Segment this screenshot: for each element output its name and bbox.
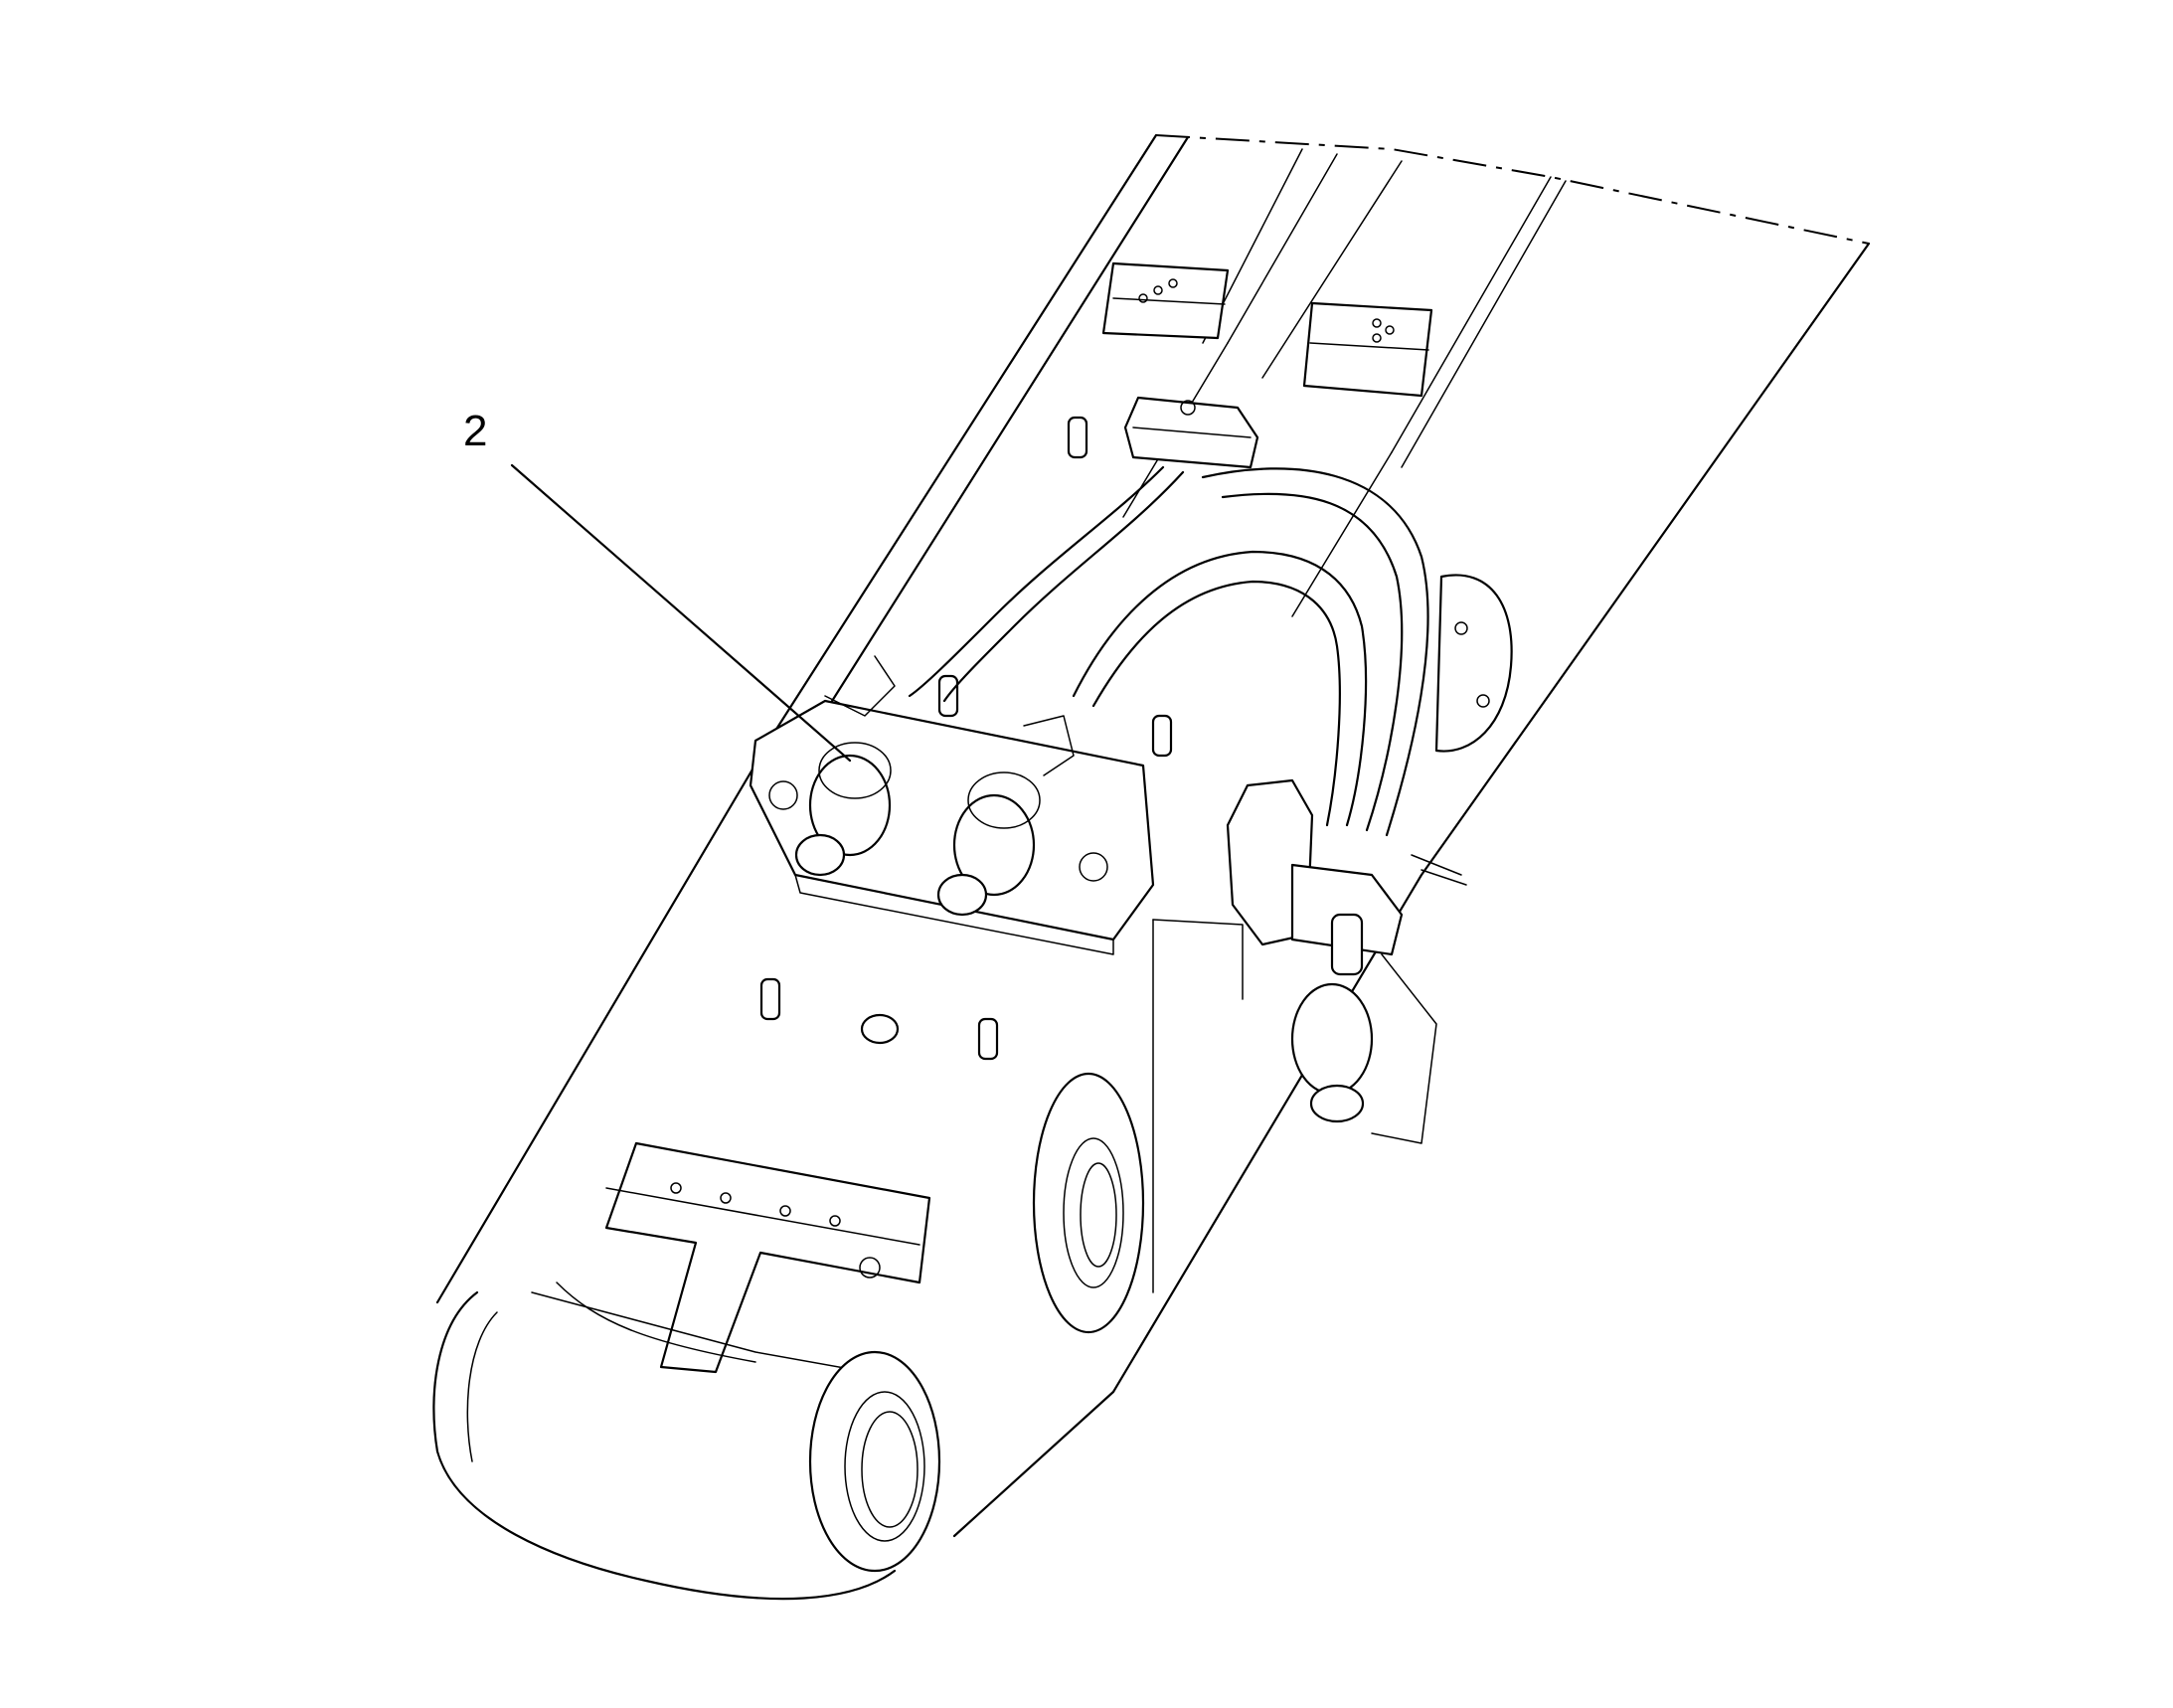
upper-pad-right <box>1302 301 1433 398</box>
hose-manifold <box>1123 396 1259 469</box>
rear-boss <box>1434 574 1513 753</box>
coupler-bracket <box>749 699 1155 955</box>
side-pin-bore <box>1032 919 1244 1334</box>
hydraulic-hoses <box>908 465 1429 837</box>
boom-frame <box>435 133 1871 1538</box>
coupler-left <box>794 655 896 877</box>
callout-2-leader <box>510 463 852 763</box>
coupler-right <box>936 715 1075 917</box>
break-line <box>1155 134 1870 245</box>
side-coupler-assembly <box>1226 778 1467 1144</box>
callout-2-label: 2 <box>463 407 488 455</box>
lower-t-pad <box>604 1141 931 1374</box>
upper-pad-left <box>1101 261 1230 340</box>
boom-end <box>432 1281 941 1601</box>
